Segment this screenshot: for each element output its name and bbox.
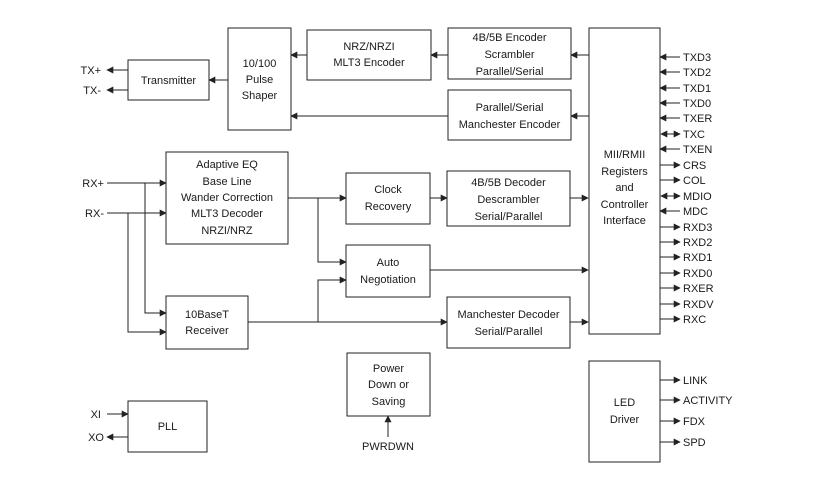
- pll-block: PLL: [127, 400, 208, 453]
- pin-fdx: FDX: [683, 416, 706, 428]
- connection-wires: [106, 51, 681, 446]
- auto-negotiation-label-line-2: Negotiation: [360, 274, 416, 286]
- mii-registers-label-line-5: Interface: [603, 215, 646, 227]
- power-down-block: Power Down or Saving: [346, 352, 431, 417]
- mii-registers-label-line-4: Controller: [601, 199, 649, 211]
- pin-tx-plus: TX+: [81, 65, 101, 77]
- clock-recovery-label-line-2: Recovery: [365, 201, 412, 213]
- pin-link: LINK: [683, 375, 708, 387]
- clock-recovery-block: Clock Recovery: [345, 172, 431, 225]
- pll-label: PLL: [158, 421, 178, 433]
- manchester-encoder-label-line-2: Manchester Encoder: [459, 119, 561, 131]
- pin-txd2: TXD2: [683, 67, 711, 79]
- transmitter-block: Transmitter: [127, 59, 210, 101]
- pulse-shaper-label-line-3: Shaper: [242, 90, 278, 102]
- pin-rxd3: RXD3: [683, 222, 712, 234]
- nrz-mlt3-label-line-2: MLT3 Encoder: [333, 57, 405, 69]
- pin-rxc: RXC: [683, 314, 706, 326]
- pin-txd1: TXD1: [683, 83, 711, 95]
- pin-spd: SPD: [683, 437, 706, 449]
- power-down-label-line-3: Saving: [372, 396, 406, 408]
- transmitter-label: Transmitter: [141, 75, 197, 87]
- pulse-shaper-block: 10/100 Pulse Shaper: [227, 27, 292, 131]
- encoder-4b5b-label-line-2: Scrambler: [484, 49, 534, 61]
- led-driver-label-line-2: Driver: [610, 414, 640, 426]
- pin-xi: XI: [91, 409, 101, 421]
- right-pin-labels: TXD3 TXD2 TXD1 TXD0 TXER TXC TXEN CRS CO…: [683, 52, 733, 449]
- pin-activity: ACTIVITY: [683, 395, 733, 407]
- decoder-4b5b-label-line-1: 4B/5B Decoder: [471, 177, 546, 189]
- adaptive-eq-label-line-3: Wander Correction: [181, 192, 273, 204]
- manchester-encoder-label-line-1: Parallel/Serial: [476, 102, 544, 114]
- decoder-4b5b-label-line-3: Serial/Parallel: [475, 211, 543, 223]
- receiver-10baset-label-line-1: 10BaseT: [185, 309, 229, 321]
- pin-rx-plus: RX+: [82, 178, 104, 190]
- wire-rx-plus-to-10baset: [144, 183, 167, 317]
- pin-xo: XO: [88, 432, 104, 444]
- receiver-10baset-block: 10BaseT Receiver: [165, 295, 249, 350]
- decoder-4b5b-block: 4B/5B Decoder Descrambler Serial/Paralle…: [446, 170, 571, 227]
- adaptive-eq-label-line-2: Base Line: [203, 176, 252, 188]
- mii-registers-label-line-3: and: [615, 182, 633, 194]
- mii-registers-label-line-2: Registers: [601, 166, 648, 178]
- pin-mdc: MDC: [683, 206, 708, 218]
- left-pin-labels: TX+ TX- RX+ RX- XI XO PWRDWN: [81, 65, 415, 453]
- wire-rx-minus-to-10baset: [127, 213, 167, 336]
- clock-recovery-label-line-1: Clock: [374, 184, 402, 196]
- wire-adaptive-eq-to-auto-negotiation: [317, 198, 347, 266]
- pin-rxd0: RXD0: [683, 268, 712, 280]
- mii-registers-block: MII/RMII Registers and Controller Interf…: [588, 27, 661, 335]
- led-driver-label-line-1: LED: [614, 397, 635, 409]
- pulse-shaper-label-line-2: Pulse: [246, 74, 274, 86]
- pin-txd3: TXD3: [683, 52, 711, 64]
- adaptive-eq-block: Adaptive EQ Base Line Wander Correction …: [165, 151, 289, 245]
- led-driver-block: LED Driver: [588, 360, 661, 463]
- pin-txc: TXC: [683, 129, 705, 141]
- pin-tx-minus: TX-: [83, 85, 101, 97]
- pin-pwrdwn: PWRDWN: [362, 441, 414, 453]
- manchester-decoder-label-line-2: Serial/Parallel: [475, 326, 543, 338]
- power-down-label-line-2: Down or: [368, 379, 409, 391]
- power-down-label-line-1: Power: [373, 363, 405, 375]
- auto-negotiation-block: Auto Negotiation: [345, 244, 431, 298]
- encoder-4b5b-label-line-3: Parallel/Serial: [476, 66, 544, 78]
- pin-txd0: TXD0: [683, 98, 711, 110]
- mii-registers-label-line-1: MII/RMII: [604, 149, 646, 161]
- pin-mdio: MDIO: [683, 191, 712, 203]
- pin-txer: TXER: [683, 113, 712, 125]
- receiver-10baset-label-line-2: Receiver: [185, 325, 229, 337]
- pin-rx-minus: RX-: [85, 208, 104, 220]
- auto-negotiation-label-line-1: Auto: [377, 257, 400, 269]
- nrz-mlt3-label-line-1: NRZ/NRZI: [343, 41, 394, 53]
- manchester-decoder-label-line-1: Manchester Decoder: [457, 309, 559, 321]
- pin-txen: TXEN: [683, 144, 712, 156]
- pulse-shaper-label-line-1: 10/100: [243, 58, 277, 70]
- pin-rxd1: RXD1: [683, 252, 712, 264]
- encoder-4b5b-label-line-1: 4B/5B Encoder: [473, 32, 547, 44]
- encoder-4b5b-block: 4B/5B Encoder Scrambler Parallel/Serial: [447, 27, 572, 80]
- pin-col: COL: [683, 175, 706, 187]
- pin-rxdv: RXDV: [683, 299, 714, 311]
- wire-10baset-to-auto-negotiation: [317, 276, 347, 322]
- nrz-mlt3-encoder-block: NRZ/NRZI MLT3 Encoder: [306, 29, 432, 81]
- adaptive-eq-label-line-1: Adaptive EQ: [196, 159, 258, 171]
- manchester-encoder-block: Parallel/Serial Manchester Encoder: [447, 89, 572, 141]
- adaptive-eq-label-line-4: MLT3 Decoder: [191, 208, 263, 220]
- manchester-decoder-block: Manchester Decoder Serial/Parallel: [446, 296, 571, 349]
- adaptive-eq-label-line-5: NRZI/NRZ: [201, 225, 253, 237]
- pin-rxer: RXER: [683, 283, 714, 295]
- pin-crs: CRS: [683, 160, 706, 172]
- decoder-4b5b-label-line-2: Descrambler: [477, 194, 540, 206]
- pin-rxd2: RXD2: [683, 237, 712, 249]
